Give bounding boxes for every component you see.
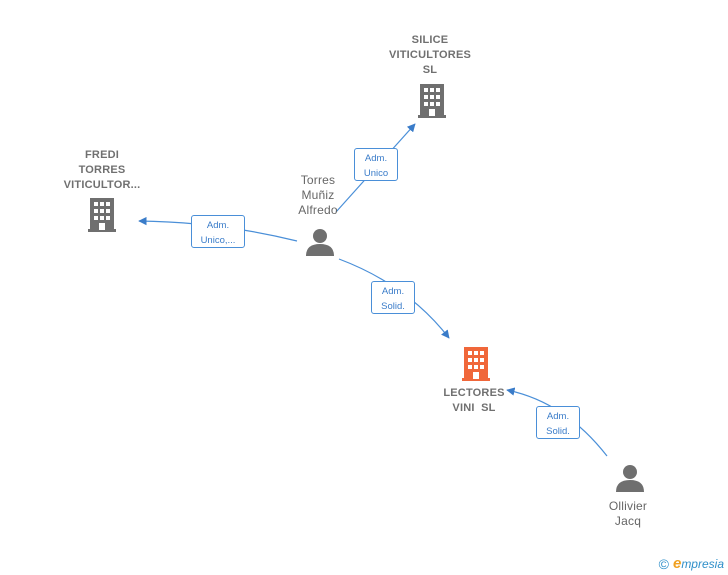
company-label-silice[interactable]: SILICE VITICULTORES SL <box>388 34 472 76</box>
brand-logo: empresia <box>672 555 724 572</box>
edge-label-torres-fredi[interactable]: Adm. Unico,... <box>191 215 245 248</box>
copyright-symbol: © <box>658 555 669 572</box>
person-icon <box>616 465 644 492</box>
building-icon <box>418 84 446 118</box>
edge-label-torres-lectores[interactable]: Adm. Solid. <box>371 281 415 314</box>
person-icon <box>306 229 334 256</box>
edge-label-torres-silice[interactable]: Adm. Unico <box>354 148 398 181</box>
person-label-torres[interactable]: Torres Muñiz Alfredo <box>298 173 338 217</box>
company-label-fredi[interactable]: FREDI TORRES VITICULTOR... <box>63 149 141 191</box>
footer-brand[interactable]: © empresia <box>659 555 724 572</box>
company-label-lectores[interactable]: LECTORES VINI SL <box>443 387 505 414</box>
building-icon-main <box>462 347 490 381</box>
person-label-ollivier[interactable]: Ollivier Jacq <box>608 499 648 528</box>
building-icon <box>88 198 116 232</box>
edge-label-ollivier-lectores[interactable]: Adm. Solid. <box>536 406 580 439</box>
